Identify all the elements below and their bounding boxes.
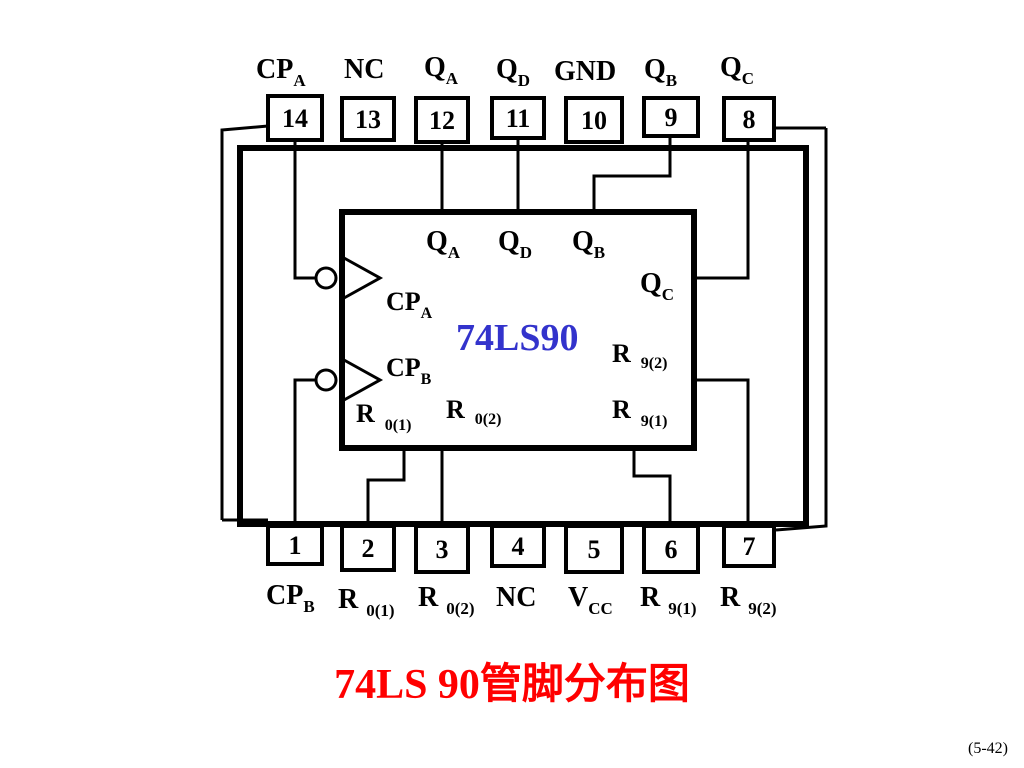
top-pin-boxes: 14 13 12 11 10 9 8: [266, 94, 776, 144]
pin-14: 14: [266, 94, 324, 142]
pin-1-label: CPB: [266, 580, 315, 616]
pin-2-box: [340, 524, 396, 572]
pin-3: 3: [414, 524, 470, 574]
bottom-pin-boxes: 1 2 3 4 5 6 7: [266, 524, 776, 574]
pin-7-number: 7: [743, 532, 756, 561]
cpb-inversion-bubble: [314, 368, 338, 392]
pin-5: 5: [564, 524, 624, 574]
pin-8: 8: [722, 96, 776, 142]
pin-6-box: [642, 524, 700, 574]
pin-13: 13: [340, 96, 396, 142]
pin-3-number: 3: [436, 535, 449, 564]
pin-14-box: [266, 94, 324, 142]
inner-qc-label: QC: [640, 268, 674, 304]
pin-11-number: 11: [506, 104, 531, 133]
pin-10-box: [564, 96, 624, 144]
pin-10-number: 10: [581, 106, 607, 135]
page-number: (5-42): [968, 740, 1008, 757]
pin-4-box: [490, 524, 546, 568]
pin-14-label: CPA: [256, 54, 306, 90]
pin-4-label: NC: [496, 582, 536, 613]
wire-pin2-r01: [366, 448, 406, 526]
pin-4: 4: [490, 524, 546, 568]
pin-5-label: VCC: [568, 582, 613, 618]
pin-2-number: 2: [362, 534, 375, 563]
cpa-clock-triangle: [343, 256, 384, 300]
pin-6: 6: [642, 524, 700, 574]
pin-9-box: [642, 96, 700, 138]
wire-pin6-r91: [632, 448, 672, 526]
wire-pin9-qb: [592, 136, 672, 212]
wire-left-loop: [220, 124, 269, 520]
pin-11: 11: [490, 96, 546, 140]
inner-cpa-label: CPA: [386, 287, 433, 322]
pin-4-number: 4: [512, 532, 525, 561]
pin-13-number: 13: [355, 105, 381, 134]
pin-9-label: QB: [644, 54, 677, 90]
pin-6-number: 6: [665, 535, 678, 564]
cpa-inversion-bubble: [314, 266, 338, 290]
pin-5-box: [564, 524, 624, 574]
inner-qb-label: QB: [572, 226, 605, 262]
pin-12-label: QA: [424, 52, 459, 88]
inner-qa-label: QA: [426, 226, 461, 262]
pin-3-box: [414, 524, 470, 574]
wire-pin14-cpa: [293, 140, 316, 280]
inner-cpb-label: CPB: [386, 353, 432, 388]
pin-13-box: [340, 96, 396, 142]
pin-2: 2: [340, 524, 396, 572]
pin-9: 9: [642, 96, 700, 138]
pin-13-label: NC: [344, 54, 384, 85]
pin-7-box: [722, 524, 776, 568]
pin-10-label: GND: [554, 56, 616, 87]
pin-8-number: 8: [743, 105, 756, 134]
inner-qd-label: QD: [498, 226, 532, 262]
pin-8-label: QC: [720, 52, 754, 88]
top-pin-labels: CPA NC QA QD GND QB QC: [256, 52, 754, 90]
wire-pin8-qc: [694, 140, 750, 280]
pin-10: 10: [564, 96, 624, 144]
pin-9-number: 9: [665, 103, 678, 132]
pin-8-box: [722, 96, 776, 142]
wire-right-loop: [775, 128, 828, 532]
pin-1-box: [266, 524, 324, 566]
diagram-caption: 74LS 90管脚分布图: [334, 662, 690, 708]
pin-14-number: 14: [282, 104, 308, 133]
pin-1-number: 1: [289, 531, 302, 560]
pin-12-box: [414, 96, 470, 144]
pin-12: 12: [414, 96, 470, 144]
cpb-clock-triangle: [343, 358, 384, 402]
pin-5-number: 5: [588, 535, 601, 564]
pin-7: 7: [722, 524, 776, 568]
pin-12-number: 12: [429, 106, 455, 135]
wire-pin7-r92: [694, 378, 750, 526]
wire-pin1-cpb: [293, 378, 316, 526]
pin-11-box: [490, 96, 546, 140]
pin-11-label: QD: [496, 54, 530, 90]
pin-1: 1: [266, 524, 324, 566]
chip-name: 74LS90: [456, 317, 578, 359]
